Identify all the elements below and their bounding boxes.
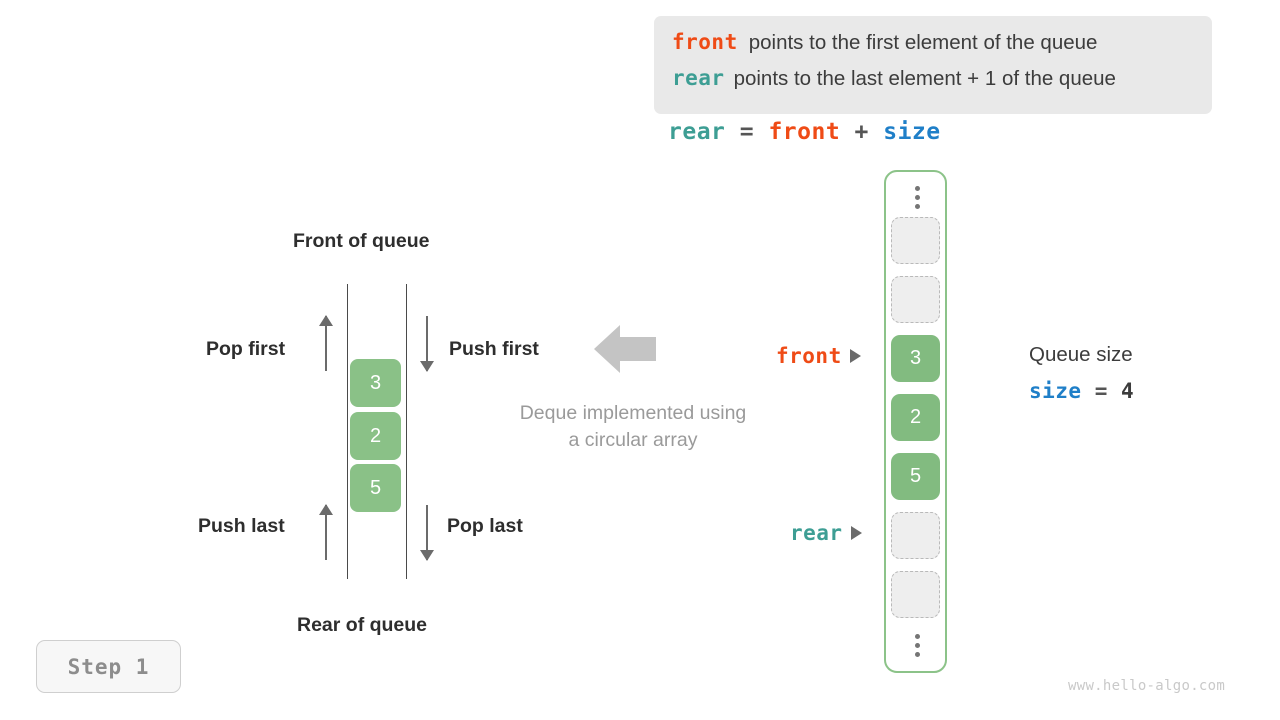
array-slot xyxy=(891,512,940,559)
rear-pointer: rear xyxy=(790,521,862,545)
formula-equals: = xyxy=(725,119,769,145)
formula-size-term: size xyxy=(883,119,941,145)
size-value: 4 xyxy=(1121,379,1135,403)
caption-line-2: a circular array xyxy=(568,429,698,451)
diagram-caption: Deque implemented using a circular array xyxy=(493,400,773,454)
pop-last-label: Pop last xyxy=(447,515,523,537)
array-slot: 3 xyxy=(891,335,940,382)
ellipsis-top-icon xyxy=(886,186,949,209)
queue-size-expression: size = 4 xyxy=(1029,379,1134,403)
deque-cell: 3 xyxy=(350,359,401,407)
front-definition-text: points to the first element of the queue xyxy=(748,31,1098,54)
size-equals: = xyxy=(1081,379,1122,403)
definition-box: front points to the first element of the… xyxy=(654,16,1212,114)
formula-front-term: front xyxy=(768,119,841,145)
deque-rail-right xyxy=(406,284,407,579)
array-slot: 2 xyxy=(891,394,940,441)
circular-array-container: 3 2 5 xyxy=(884,170,947,673)
front-pointer-label: front xyxy=(776,344,842,368)
push-last-label: Push last xyxy=(198,515,285,537)
front-keyword: front xyxy=(672,30,738,54)
arrow-up-icon xyxy=(318,315,334,371)
rear-formula: rear = front + size xyxy=(668,119,941,145)
push-first-label: Push first xyxy=(449,338,539,360)
watermark: www.hello-algo.com xyxy=(1068,678,1226,694)
deque-cell: 2 xyxy=(350,412,401,460)
pop-first-label: Pop first xyxy=(206,338,286,360)
formula-rear-term: rear xyxy=(668,119,726,145)
arrow-left-icon xyxy=(594,325,656,373)
pointer-triangle-icon xyxy=(849,349,861,363)
rear-keyword: rear xyxy=(672,66,725,90)
rear-definition-text: points to the last element + 1 of the qu… xyxy=(733,67,1116,90)
array-slot: 5 xyxy=(891,453,940,500)
arrow-up-icon xyxy=(318,504,334,560)
ellipsis-bottom-icon xyxy=(886,634,949,657)
array-slot xyxy=(891,276,940,323)
rear-pointer-label: rear xyxy=(790,521,843,545)
array-slot xyxy=(891,217,940,264)
rear-of-queue-label: Rear of queue xyxy=(297,614,428,636)
deque-rail-left xyxy=(347,284,348,579)
step-badge: Step 1 xyxy=(36,640,181,693)
arrow-down-icon xyxy=(419,316,435,372)
caption-line-1: Deque implemented using xyxy=(519,402,747,424)
pointer-triangle-icon xyxy=(850,526,862,540)
deque-cell: 5 xyxy=(350,464,401,512)
queue-size-title: Queue size xyxy=(1029,343,1133,366)
front-pointer: front xyxy=(776,344,861,368)
arrow-down-icon xyxy=(419,505,435,561)
front-of-queue-label: Front of queue xyxy=(293,230,430,252)
definition-row-rear: rear points to the last element + 1 of t… xyxy=(672,66,1194,102)
formula-plus: + xyxy=(840,119,884,145)
size-variable: size xyxy=(1029,379,1082,403)
definition-row-front: front points to the first element of the… xyxy=(672,30,1194,66)
array-slot xyxy=(891,571,940,618)
